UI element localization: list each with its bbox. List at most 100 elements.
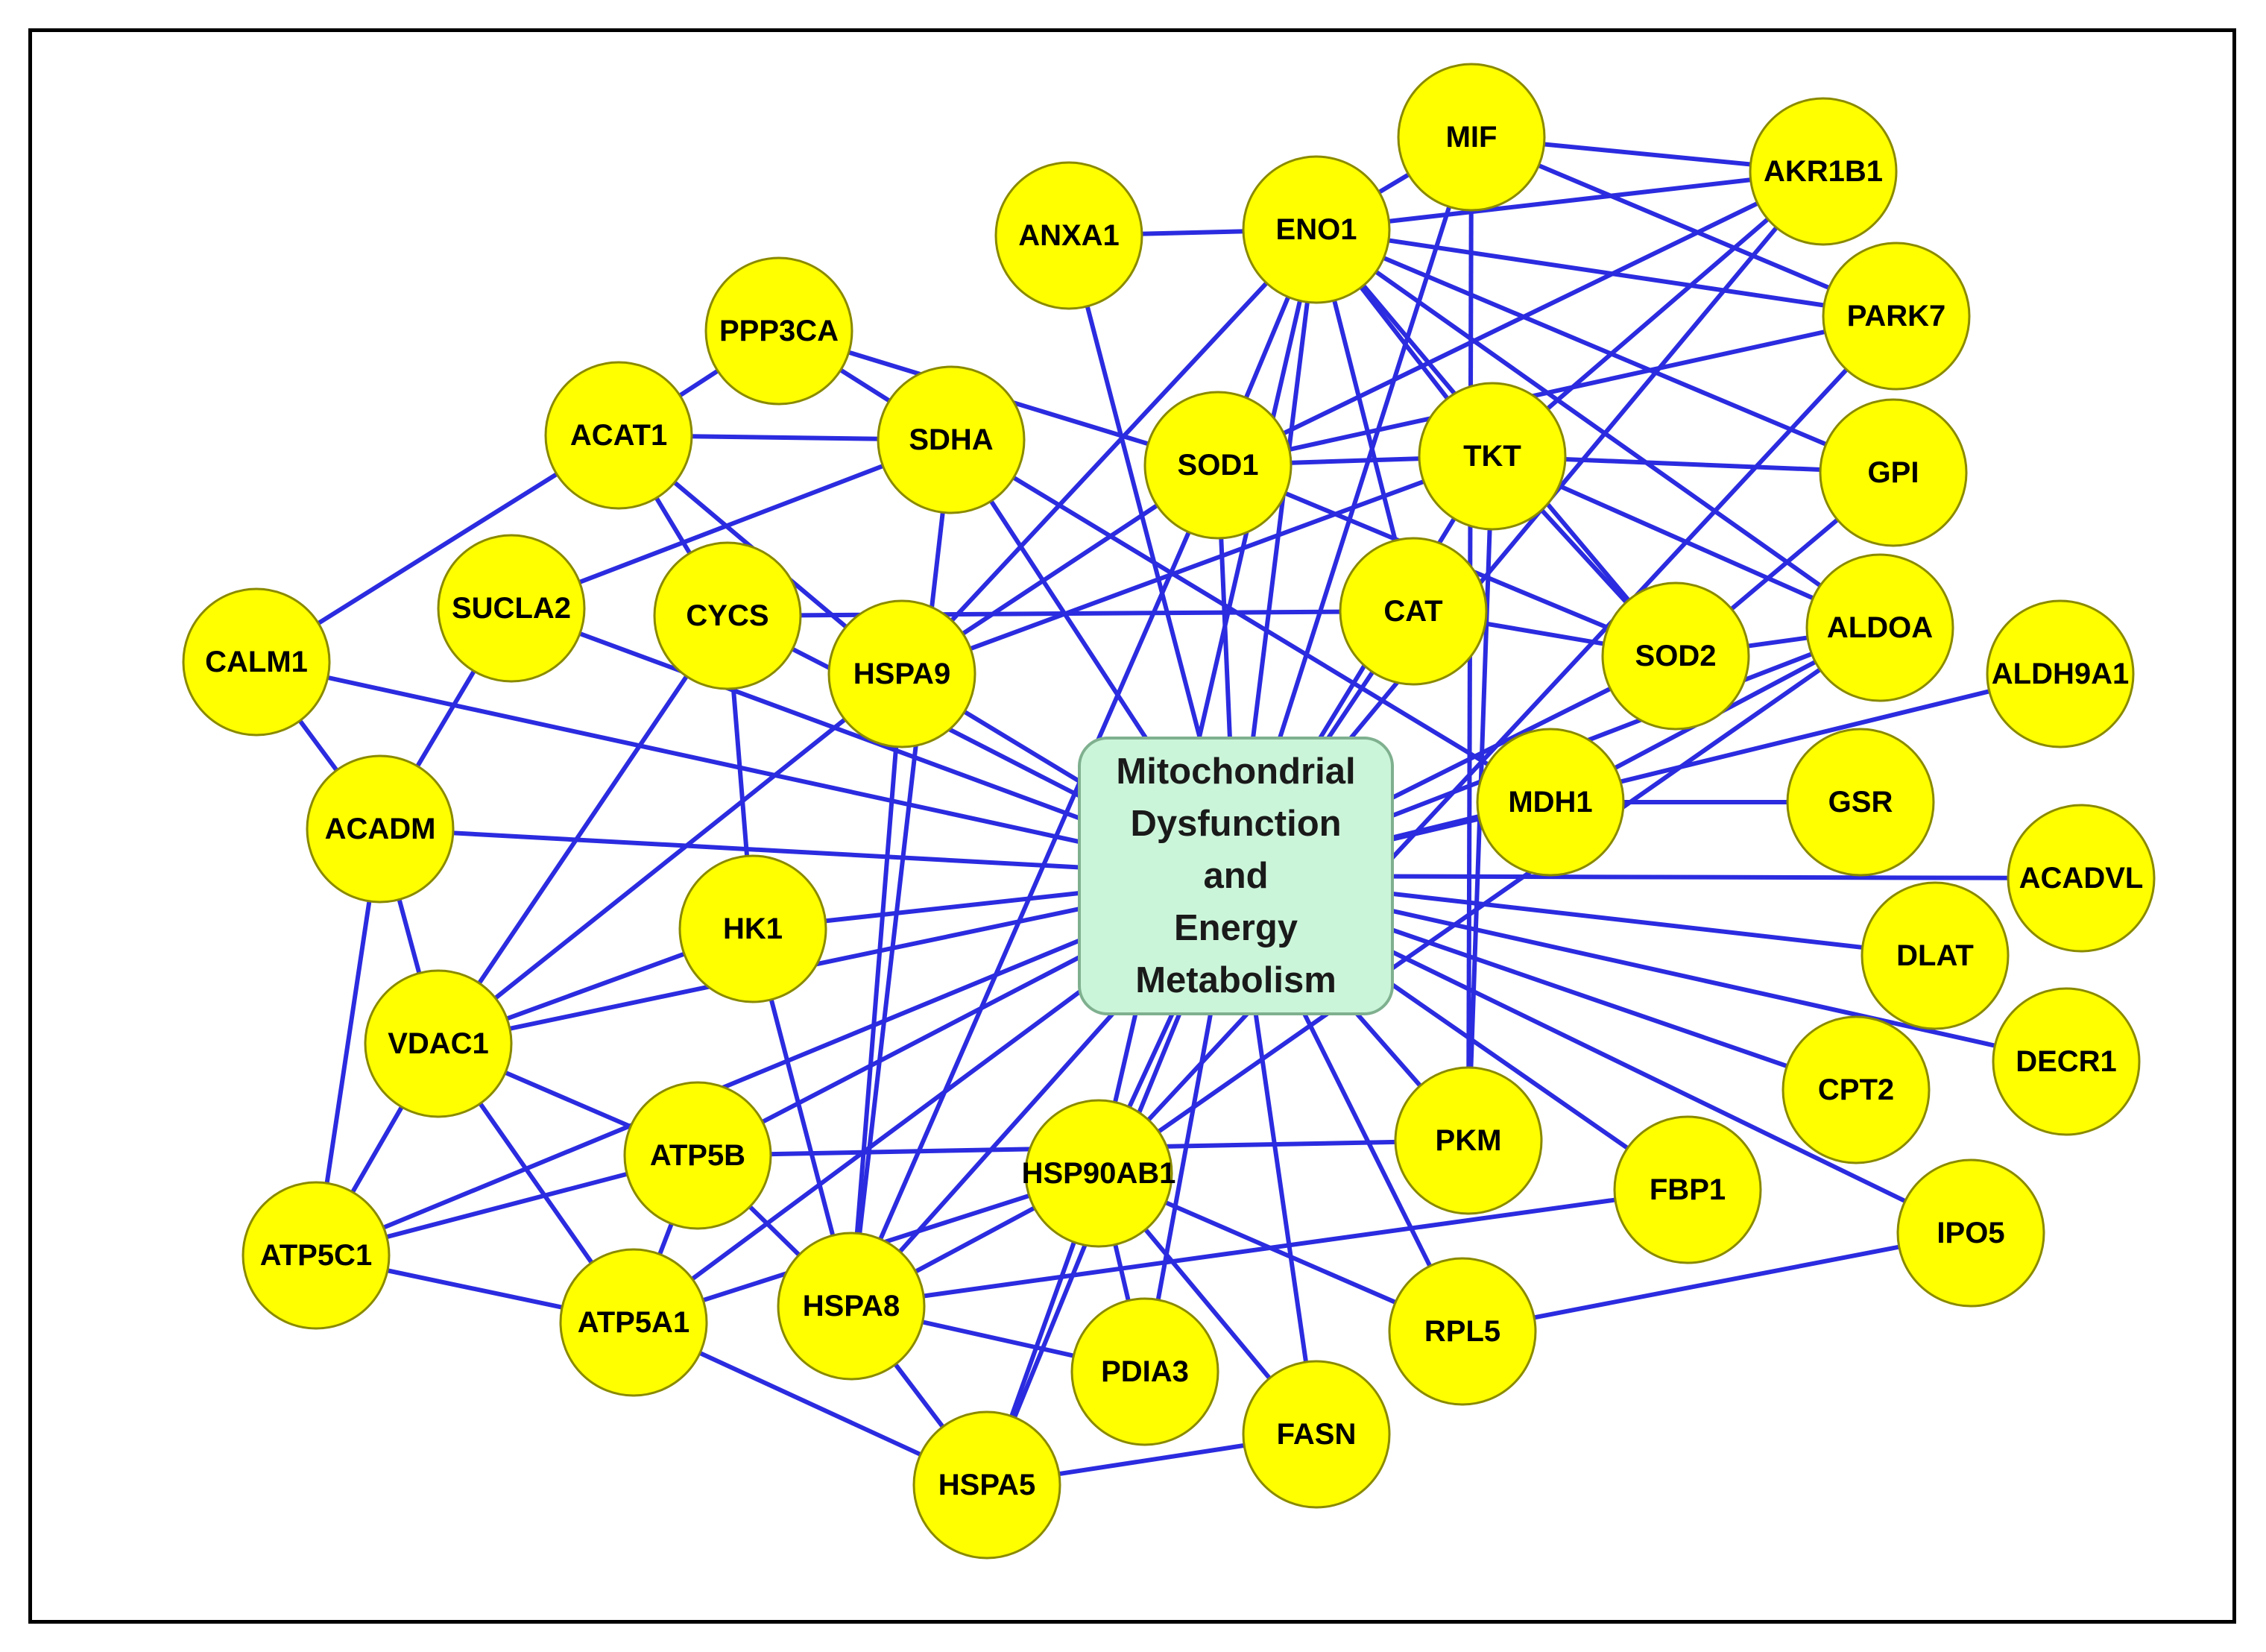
edge-sdha-hspa8 — [849, 439, 953, 1307]
node-circle — [1397, 63, 1546, 212]
node-circle — [827, 599, 976, 748]
node-label: SUCLA2 — [452, 592, 571, 625]
edge-eno1-akr1b1 — [1316, 169, 1824, 232]
node-label: GPI — [1868, 456, 1919, 489]
edge-ipo5-rpl5 — [1462, 1231, 1972, 1334]
node-aldoa[interactable]: ALDOA — [1805, 553, 1954, 702]
node-circle — [242, 1181, 391, 1330]
edge-hspa9-hspa8 — [849, 673, 904, 1307]
node-circle — [1861, 881, 2010, 1030]
node-label: MIF — [1446, 121, 1497, 154]
node-circle — [1781, 1015, 1931, 1164]
edge-calm1-hub — [256, 660, 1237, 878]
node-gpi[interactable]: GPI — [1819, 398, 1968, 547]
node-akr1b1[interactable]: AKR1B1 — [1749, 97, 1898, 246]
edge-sod1-hspa8 — [849, 464, 1220, 1308]
edge-eno1-park7 — [1316, 227, 1897, 318]
node-label: ANXA1 — [1018, 219, 1120, 252]
node-label: VDAC1 — [388, 1027, 489, 1060]
node-circle — [1476, 728, 1625, 877]
node-atp5b[interactable]: ATP5B — [623, 1081, 772, 1230]
node-circle — [1992, 987, 2141, 1136]
node-gsr[interactable]: GSR — [1786, 728, 1935, 877]
node-circle — [678, 854, 827, 1003]
node-label: ENO1 — [1276, 213, 1357, 246]
node-pkm[interactable]: PKM — [1394, 1066, 1543, 1215]
node-label: TKT — [1463, 440, 1521, 473]
node-hsp90ab1[interactable]: HSP90AB1 — [1022, 1099, 1176, 1248]
node-label: RPL5 — [1424, 1315, 1500, 1348]
node-cat[interactable]: CAT — [1339, 537, 1488, 686]
node-label: FBP1 — [1650, 1173, 1726, 1206]
hub-label-line: Metabolism — [1135, 960, 1336, 1000]
node-label: ATP5B — [650, 1139, 745, 1172]
node-sdha[interactable]: SDHA — [877, 365, 1026, 514]
node-acat1[interactable]: ACAT1 — [544, 361, 693, 510]
node-anxa1[interactable]: ANXA1 — [994, 161, 1143, 310]
node-dlat[interactable]: DLAT — [1861, 881, 2010, 1030]
node-label: PPP3CA — [719, 315, 839, 347]
edge-mif-park7 — [1470, 135, 1898, 318]
edge-eno1-hspa9 — [900, 227, 1319, 676]
hub-node[interactable]: MitochondrialDysfunctionandEnergyMetabol… — [1078, 737, 1394, 1015]
node-sod2[interactable]: SOD2 — [1601, 581, 1750, 731]
node-cpt2[interactable]: CPT2 — [1781, 1015, 1931, 1164]
node-decr1[interactable]: DECR1 — [1992, 987, 2141, 1136]
node-fasn[interactable]: FASN — [1242, 1360, 1391, 1509]
edge-tkt-hspa9 — [900, 454, 1494, 676]
node-circle — [364, 969, 513, 1118]
node-label: SOD2 — [1635, 640, 1717, 672]
node-sod1[interactable]: SOD1 — [1143, 391, 1293, 540]
node-acadvl[interactable]: ACADVL — [2007, 804, 2156, 953]
node-vdac1[interactable]: VDAC1 — [364, 969, 513, 1118]
node-eno1[interactable]: ENO1 — [1242, 155, 1391, 304]
node-mif[interactable]: MIF — [1397, 63, 1546, 212]
node-atp5c1[interactable]: ATP5C1 — [242, 1181, 391, 1330]
node-ipo5[interactable]: IPO5 — [1896, 1158, 2045, 1308]
node-hk1[interactable]: HK1 — [678, 854, 827, 1003]
node-pdia3[interactable]: PDIA3 — [1070, 1297, 1219, 1446]
node-circle — [1896, 1158, 2045, 1308]
hub-label-line: Energy — [1174, 908, 1298, 948]
node-rpl5[interactable]: RPL5 — [1388, 1257, 1537, 1406]
node-cycs[interactable]: CYCS — [653, 541, 802, 690]
node-park7[interactable]: PARK7 — [1822, 242, 1971, 391]
node-label: HK1 — [723, 912, 783, 945]
node-circle — [1819, 398, 1968, 547]
node-acadm[interactable]: ACADM — [306, 754, 455, 904]
edge-sdha-sucla2 — [510, 438, 953, 611]
node-circle — [1242, 1360, 1391, 1509]
node-calm1[interactable]: CALM1 — [182, 587, 331, 737]
node-circle — [1339, 537, 1488, 686]
node-circle — [994, 161, 1143, 310]
node-tkt[interactable]: TKT — [1418, 382, 1567, 531]
node-label: ACADVL — [2019, 862, 2144, 895]
node-label: ACAT1 — [570, 419, 667, 452]
node-mdh1[interactable]: MDH1 — [1476, 728, 1625, 877]
node-circle — [1786, 728, 1935, 877]
node-label: PDIA3 — [1101, 1355, 1189, 1388]
node-atp5a1[interactable]: ATP5A1 — [559, 1248, 708, 1397]
node-hspa9[interactable]: HSPA9 — [827, 599, 976, 748]
node-circle — [877, 365, 1026, 514]
node-circle — [437, 534, 586, 683]
node-circle — [544, 361, 693, 510]
node-sucla2[interactable]: SUCLA2 — [437, 534, 586, 683]
node-label: SOD1 — [1178, 449, 1259, 482]
node-circle — [623, 1081, 772, 1230]
node-ppp3ca[interactable]: PPP3CA — [704, 256, 853, 406]
node-label: ATP5A1 — [578, 1306, 689, 1339]
node-circle — [559, 1248, 708, 1397]
node-aldh9a1[interactable]: ALDH9A1 — [1986, 599, 2135, 748]
node-label: CYCS — [686, 599, 769, 632]
node-hspa8[interactable]: HSPA8 — [777, 1232, 926, 1381]
edge-aldoa-hsp90ab1 — [1097, 625, 1881, 1176]
node-hspa5[interactable]: HSPA5 — [912, 1410, 1061, 1560]
node-label: HSP90AB1 — [1022, 1157, 1176, 1190]
node-circle — [1394, 1066, 1543, 1215]
node-circle — [653, 541, 802, 690]
hub-label-line: Mitochondrial — [1116, 751, 1355, 792]
node-fbp1[interactable]: FBP1 — [1613, 1115, 1762, 1264]
